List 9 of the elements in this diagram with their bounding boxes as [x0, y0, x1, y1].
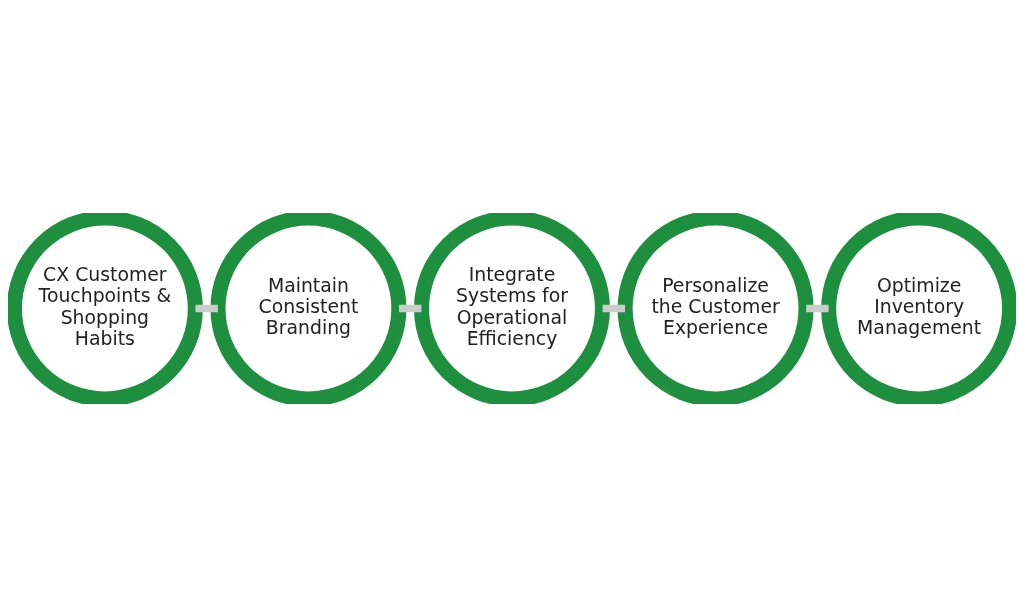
connector	[399, 304, 422, 312]
node-circle: CX Customer Touchpoints & Shopping Habits	[8, 212, 203, 404]
connector	[602, 304, 626, 312]
connector	[195, 304, 218, 312]
node-circle: Optimize Inventory Management	[821, 212, 1016, 404]
node-circle: Maintain Consistent Branding	[210, 212, 407, 404]
node-circle: Integrate Systems for Operational Efficiency	[414, 212, 610, 404]
node-circle: Personalize the Customer Experience	[617, 212, 814, 404]
connector	[806, 304, 829, 312]
